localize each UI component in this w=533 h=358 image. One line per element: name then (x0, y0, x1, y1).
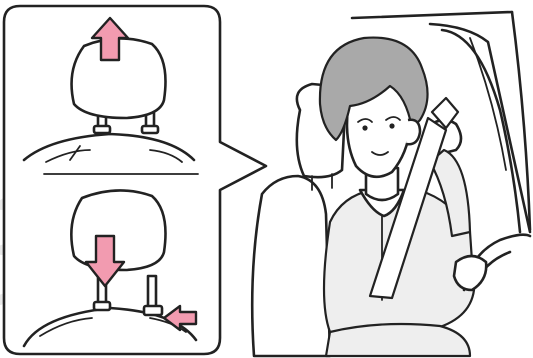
release-button (144, 306, 162, 315)
driver-scene (252, 12, 530, 356)
driver-seat (252, 176, 330, 356)
